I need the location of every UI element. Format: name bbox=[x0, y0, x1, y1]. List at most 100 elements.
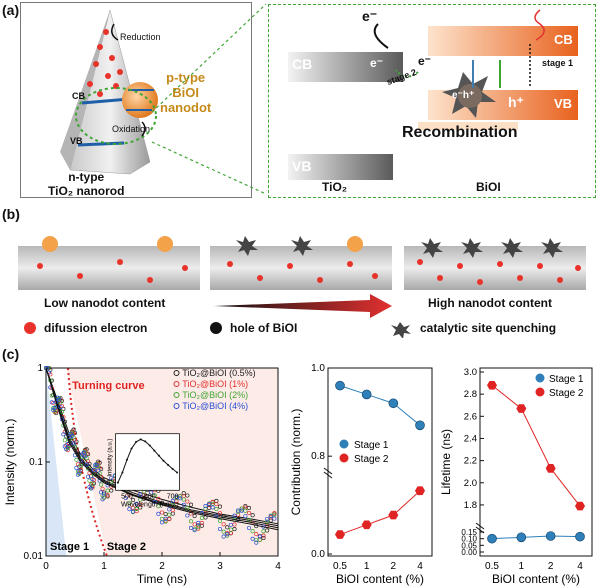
data-point bbox=[123, 495, 128, 501]
plot-frame bbox=[327, 367, 433, 557]
data-point bbox=[59, 409, 65, 414]
data-point bbox=[210, 499, 215, 504]
data-point-stage2 bbox=[415, 486, 425, 496]
bioi-vb-label: VB bbox=[554, 96, 573, 111]
data-point bbox=[188, 519, 194, 524]
y-tick-label: 0.15 bbox=[461, 528, 477, 537]
data-point bbox=[167, 507, 172, 512]
data-point bbox=[100, 497, 105, 502]
axis-break bbox=[323, 467, 333, 475]
data-point bbox=[156, 511, 161, 516]
data-point bbox=[96, 468, 101, 473]
data-point bbox=[232, 513, 237, 518]
y-tick-label: 2.0 bbox=[464, 478, 477, 489]
data-point bbox=[225, 525, 230, 530]
data-point-stage2 bbox=[388, 510, 399, 520]
data-point bbox=[239, 508, 244, 513]
data-point bbox=[272, 512, 277, 517]
axis-break bbox=[323, 471, 333, 479]
data-point bbox=[257, 534, 262, 539]
series-line-stage2 bbox=[339, 490, 421, 536]
data-point bbox=[163, 516, 168, 521]
data-point bbox=[152, 493, 157, 498]
band-diagram bbox=[288, 9, 578, 180]
data-point bbox=[243, 514, 248, 519]
inset-x-label: Wavelength (nm) bbox=[121, 501, 174, 508]
data-point-stage2 bbox=[487, 380, 497, 390]
y-tick-label: 1 bbox=[37, 363, 43, 374]
data-point bbox=[181, 491, 186, 496]
data-point bbox=[86, 474, 91, 479]
legend-entry: TiO₂@BiOI (2%) bbox=[182, 390, 248, 400]
data-point bbox=[178, 494, 183, 499]
y-tick-label: 2.6 bbox=[464, 411, 477, 422]
data-point bbox=[199, 523, 204, 528]
data-point-stage2 bbox=[545, 464, 556, 473]
series-line-stage1 bbox=[339, 385, 421, 426]
legend-marker-stage1 bbox=[535, 373, 545, 383]
legend-entry: TiO₂@BiOI (1%) bbox=[182, 379, 248, 389]
data-point bbox=[225, 533, 230, 538]
data-point bbox=[228, 522, 233, 527]
data-point bbox=[134, 506, 139, 512]
ntype-line1: n-type bbox=[68, 170, 105, 184]
data-point-stage1 bbox=[361, 389, 372, 400]
y-axis-label: Lifetime (ns) bbox=[440, 429, 453, 495]
e-minus-tio2: e⁻ bbox=[370, 56, 384, 70]
data-point bbox=[207, 502, 212, 507]
data-point bbox=[100, 486, 105, 491]
data-point bbox=[217, 511, 223, 516]
data-point bbox=[90, 481, 95, 486]
legend-entry-stage2: Stage 2 bbox=[549, 388, 584, 399]
data-point bbox=[272, 511, 277, 516]
data-point bbox=[217, 518, 223, 523]
legend-entry: TiO₂@BiOI (4%) bbox=[182, 401, 248, 411]
low-content-label: Low nanodot content bbox=[44, 296, 166, 310]
y-tick-label: 0.00 bbox=[461, 548, 477, 557]
legend-electron: difussion electron bbox=[44, 321, 148, 335]
inset-x-tick-label: 700 bbox=[167, 493, 179, 500]
inset-frame bbox=[115, 433, 180, 491]
plot-frame bbox=[479, 367, 593, 557]
data-point bbox=[83, 454, 88, 459]
data-point bbox=[58, 404, 63, 410]
data-point bbox=[181, 497, 186, 502]
data-point bbox=[138, 502, 143, 507]
legend-quench: catalytic site quenching bbox=[420, 321, 557, 335]
data-point-stage1 bbox=[415, 420, 425, 431]
data-point bbox=[221, 529, 226, 534]
data-point bbox=[196, 520, 201, 525]
legend-marker-stage1 bbox=[339, 439, 349, 449]
data-point bbox=[185, 499, 190, 504]
data-point bbox=[101, 492, 107, 497]
data-point bbox=[261, 529, 266, 534]
data-point bbox=[156, 504, 161, 509]
data-point bbox=[196, 525, 201, 530]
data-point bbox=[56, 397, 62, 402]
data-point bbox=[62, 438, 67, 443]
zoom-box bbox=[268, 4, 596, 198]
data-point bbox=[163, 519, 168, 524]
ptype-label: p-type BiOI nanodot bbox=[160, 70, 211, 115]
data-point bbox=[185, 513, 190, 518]
data-point bbox=[261, 535, 266, 540]
data-point bbox=[94, 463, 99, 468]
axis-break bbox=[475, 522, 485, 530]
data-point bbox=[210, 505, 215, 510]
e-minus-top: e⁻ bbox=[362, 8, 378, 24]
data-point bbox=[254, 532, 259, 537]
legend-marker-stage2 bbox=[339, 453, 349, 463]
legend-entry-stage1: Stage 1 bbox=[354, 440, 389, 451]
tio2-bottom-label: TiO₂ bbox=[322, 180, 348, 194]
data-point-stage2 bbox=[516, 404, 527, 413]
data-point bbox=[78, 463, 83, 468]
hplus-label: h⁺ bbox=[508, 94, 524, 110]
legend-entry-stage2: Stage 2 bbox=[354, 454, 389, 465]
data-point bbox=[250, 536, 255, 541]
data-point bbox=[188, 502, 194, 507]
data-point bbox=[77, 469, 82, 474]
data-point bbox=[99, 482, 104, 487]
annotation-turning-curve: Turning curve bbox=[72, 380, 145, 392]
data-point bbox=[246, 511, 252, 516]
